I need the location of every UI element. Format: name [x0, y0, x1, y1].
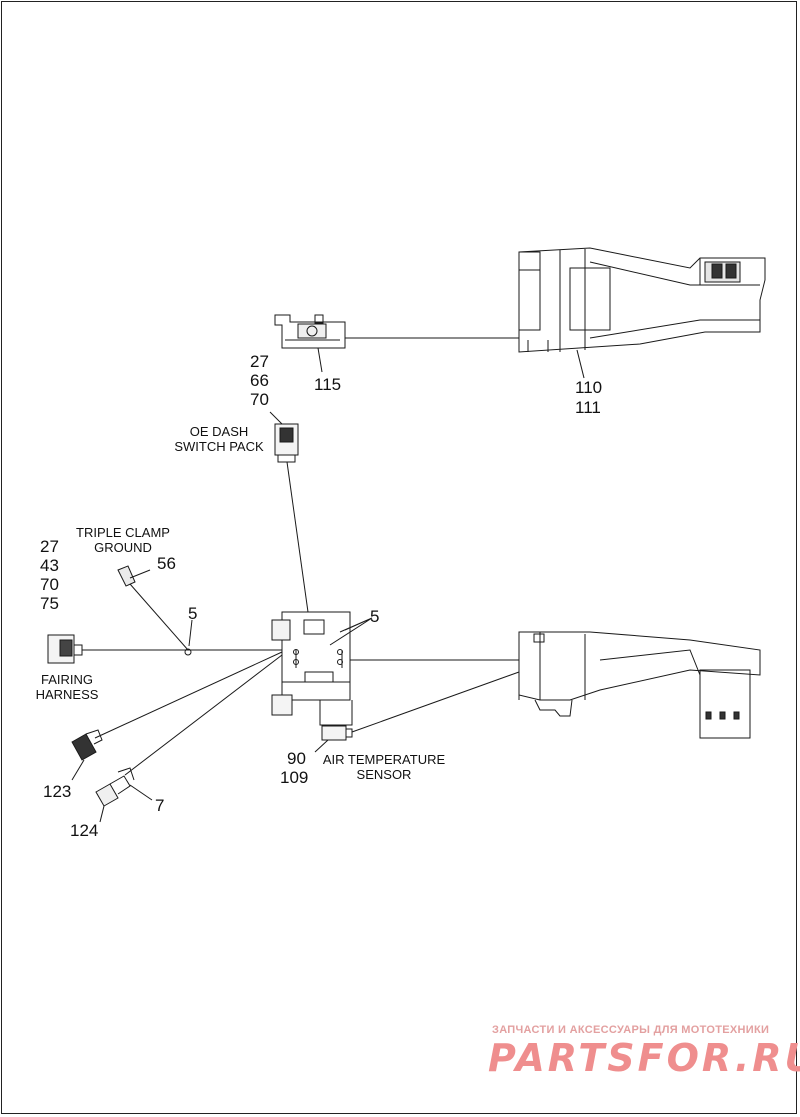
callout-dash-66: 66	[250, 371, 269, 390]
leader-123	[71, 759, 85, 781]
leader-5-ground	[188, 619, 193, 647]
callouts-fairing: 27 43 70 75	[40, 537, 59, 613]
label-triple-clamp-line1: TRIPLE CLAMP	[76, 525, 170, 540]
leader-124	[99, 805, 105, 823]
leader-5-bracket	[329, 617, 373, 646]
callouts-oe-dash: 27 66 70	[250, 352, 269, 409]
callout-123: 123	[43, 782, 72, 801]
connector-123	[71, 729, 103, 761]
label-oe-dash: OE DASH SWITCH PACK	[164, 424, 274, 454]
callout-124: 124	[70, 821, 99, 840]
callout-7: 7	[155, 796, 165, 815]
label-oe-dash-line2: SWITCH PACK	[174, 439, 264, 454]
watermark-tagline: ЗАПЧАСТИ И АКСЕССУАРЫ ДЛЯ МОТОТЕХНИКИ	[492, 1024, 770, 1036]
connector-124	[95, 767, 135, 807]
wire-dash-module	[286, 461, 309, 613]
leader-oe-dash	[269, 411, 283, 425]
center-module-bracket	[271, 611, 353, 726]
callout-109: 109	[280, 768, 309, 787]
watermark-logo: PARTSFOR.RU	[488, 1036, 800, 1080]
label-triple-clamp: TRIPLE CLAMP GROUND	[66, 525, 180, 555]
wire-air-temp	[351, 671, 520, 733]
label-air-temp-sensor: AIR TEMPERATURE SENSOR	[316, 752, 452, 782]
callout-fair-43: 43	[40, 556, 59, 575]
label-air-temp-line1: AIR TEMPERATURE	[322, 752, 446, 767]
callout-56: 56	[157, 554, 176, 573]
label-fairing-line2: HARNESS	[35, 687, 99, 702]
oe-dash-connector	[274, 423, 299, 463]
label-oe-dash-line1: OE DASH	[189, 424, 249, 439]
wire-ground	[129, 583, 189, 651]
callout-90: 90	[287, 749, 306, 768]
callout-110: 110	[575, 378, 603, 397]
label-fairing-harness: FAIRING HARNESS	[22, 672, 112, 702]
ground-fastener-5	[184, 648, 192, 656]
callout-fair-75: 75	[40, 594, 59, 613]
wire-124	[124, 654, 283, 776]
callout-dash-70: 70	[250, 390, 269, 409]
wire-123	[94, 651, 283, 739]
leader-115	[317, 347, 323, 373]
leader-56	[129, 569, 151, 579]
callout-5-bracket: 5	[370, 607, 380, 626]
callout-fair-27: 27	[40, 537, 59, 556]
connector-115	[274, 314, 346, 349]
callout-5-ground: 5	[188, 604, 198, 623]
label-fairing-line1: FAIRING	[40, 672, 93, 687]
callout-fair-70: 70	[40, 575, 59, 594]
lower-harness-housing	[518, 631, 761, 739]
leader-90	[314, 739, 329, 753]
callout-115: 115	[314, 375, 342, 394]
air-temp-connector	[321, 725, 353, 741]
leader-7	[129, 784, 153, 801]
callout-dash-27: 27	[250, 352, 269, 371]
upper-harness-housing	[518, 247, 766, 353]
triple-clamp-ground-terminal	[117, 565, 136, 587]
fairing-connector	[47, 634, 83, 664]
callout-111: 111	[575, 398, 601, 417]
leader-110	[576, 349, 585, 379]
label-triple-clamp-line2: GROUND	[94, 540, 152, 555]
label-air-temp-line2: SENSOR	[356, 767, 412, 782]
